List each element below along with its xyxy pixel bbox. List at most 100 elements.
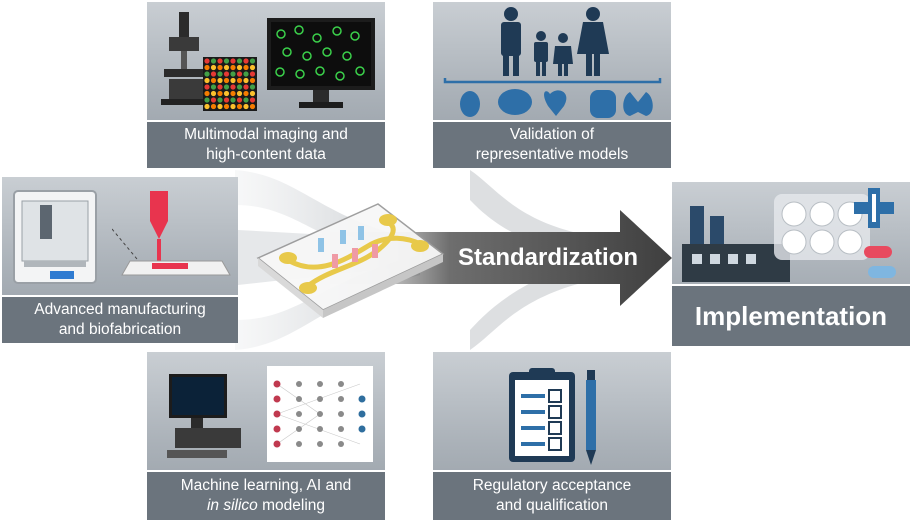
microarray-spot	[243, 90, 249, 97]
intestine-icon	[590, 90, 616, 118]
microarray-spot	[217, 58, 223, 64]
microarray-spot	[243, 58, 249, 64]
microarray-spot	[243, 97, 249, 103]
microarray-spot	[230, 64, 236, 71]
microarray-spot	[204, 71, 210, 77]
microarray-spot	[223, 77, 230, 84]
family-icon	[501, 7, 609, 76]
microarray-spot	[230, 77, 236, 84]
microarray-spot	[217, 64, 223, 71]
microarray-spot	[217, 103, 223, 110]
microarray-spot	[236, 77, 243, 84]
microscope-icon	[161, 12, 216, 105]
microarray-spot	[236, 64, 243, 71]
microarray-spot	[236, 58, 243, 64]
caption-ml-line1: Machine learning, AI and	[180, 477, 352, 494]
microarray-spot	[236, 103, 243, 110]
microarray-spot	[210, 103, 217, 110]
neural-network-icon	[267, 366, 373, 462]
caption-regulatory-line2: and qualification	[495, 497, 609, 514]
organ-chip-icon	[256, 203, 445, 318]
pen-icon	[586, 370, 596, 465]
microarray-spot	[204, 97, 210, 103]
microarray-spot	[223, 71, 230, 77]
microarray-spot	[243, 71, 249, 77]
microarray-spot	[223, 90, 230, 97]
printhead-icon	[112, 191, 231, 276]
caption-imaging-line1: Multimodal imaging and	[184, 126, 348, 143]
microarray-spot	[230, 84, 236, 90]
computer-icon	[167, 374, 241, 458]
microarray-spot	[249, 77, 256, 84]
implementation-label: Implementation	[672, 284, 910, 346]
microarray-spot	[230, 103, 236, 110]
microarray-spot	[249, 64, 256, 71]
caption-validation: Validation of representative models	[433, 120, 671, 168]
microarray-spot	[243, 64, 249, 71]
microarray-spot	[249, 71, 256, 77]
panel-regulatory: Regulatory acceptance and qualification	[433, 352, 671, 520]
caption-manufacturing-line1: Advanced manufacturing	[34, 301, 206, 318]
microarray-spot	[230, 58, 236, 64]
microarray-spot	[249, 84, 256, 90]
caption-imaging-line2: high-content data	[206, 146, 326, 163]
microarray-spot	[223, 64, 230, 71]
microarray-spot	[210, 84, 217, 90]
microarray-spot	[236, 90, 243, 97]
caption-ml: Machine learning, AI and in silico model…	[147, 470, 385, 520]
microarray-spot	[230, 90, 236, 97]
lungs-icon	[623, 92, 653, 116]
factory-icon	[682, 206, 790, 282]
panel-manufacturing: Advanced manufacturing and biofabricatio…	[2, 177, 238, 343]
microarray-spot	[230, 97, 236, 103]
microarray-spot	[249, 97, 256, 103]
panel-imaging: Multimodal imaging and high-content data	[147, 2, 385, 168]
microarray-spot	[243, 77, 249, 84]
medical-star-icon	[854, 188, 894, 228]
heart-icon	[544, 90, 567, 116]
microarray-spot	[204, 84, 210, 90]
caption-validation-line2: representative models	[475, 146, 629, 163]
caption-ml-italic: in silico	[206, 497, 258, 514]
well-plate-icon	[774, 194, 870, 260]
panel-implementation: Implementation	[672, 182, 910, 346]
microarray-spot	[217, 97, 223, 103]
microarray-spot	[217, 71, 223, 77]
microarray-spot	[210, 90, 217, 97]
microarray-spot	[210, 71, 217, 77]
microarray-spot	[217, 77, 223, 84]
clipboard-checklist-icon	[509, 368, 575, 462]
microarray-spot	[204, 90, 210, 97]
organ-row	[443, 78, 662, 118]
microarray-spot	[249, 90, 256, 97]
microarray-spot	[217, 90, 223, 97]
brain-icon	[498, 89, 532, 115]
microarray-spot	[217, 84, 223, 90]
microarray-spot	[249, 103, 256, 110]
panel-validation: Validation of representative models	[433, 2, 671, 168]
caption-ml-line2-rest: modeling	[257, 497, 326, 514]
microarray-spot	[223, 84, 230, 90]
pill-icon	[864, 246, 896, 278]
caption-regulatory-line1: Regulatory acceptance	[472, 477, 632, 494]
microarray-spot	[204, 77, 210, 84]
caption-regulatory: Regulatory acceptance and qualification	[433, 470, 671, 520]
caption-ml-line2: in silico modeling	[147, 496, 385, 516]
microarray-spot	[223, 58, 230, 64]
microarray-spot	[230, 71, 236, 77]
bioprinter-icon	[13, 190, 97, 284]
microarray-spot	[249, 58, 256, 64]
caption-imaging: Multimodal imaging and high-content data	[147, 120, 385, 168]
caption-manufacturing-line2: and biofabrication	[58, 321, 182, 338]
microarray-icon	[203, 57, 257, 111]
microarray-spot	[210, 58, 217, 64]
microarray-spot	[236, 84, 243, 90]
microarray-spot	[236, 97, 243, 103]
microarray-spot	[204, 103, 210, 110]
kidney-icon	[460, 91, 480, 117]
panel-ml: Machine learning, AI and in silico model…	[147, 352, 385, 520]
microarray-spot	[236, 71, 243, 77]
caption-validation-line1: Validation of	[509, 126, 595, 143]
microarray-spot	[223, 103, 230, 110]
microarray-spot	[243, 103, 249, 110]
